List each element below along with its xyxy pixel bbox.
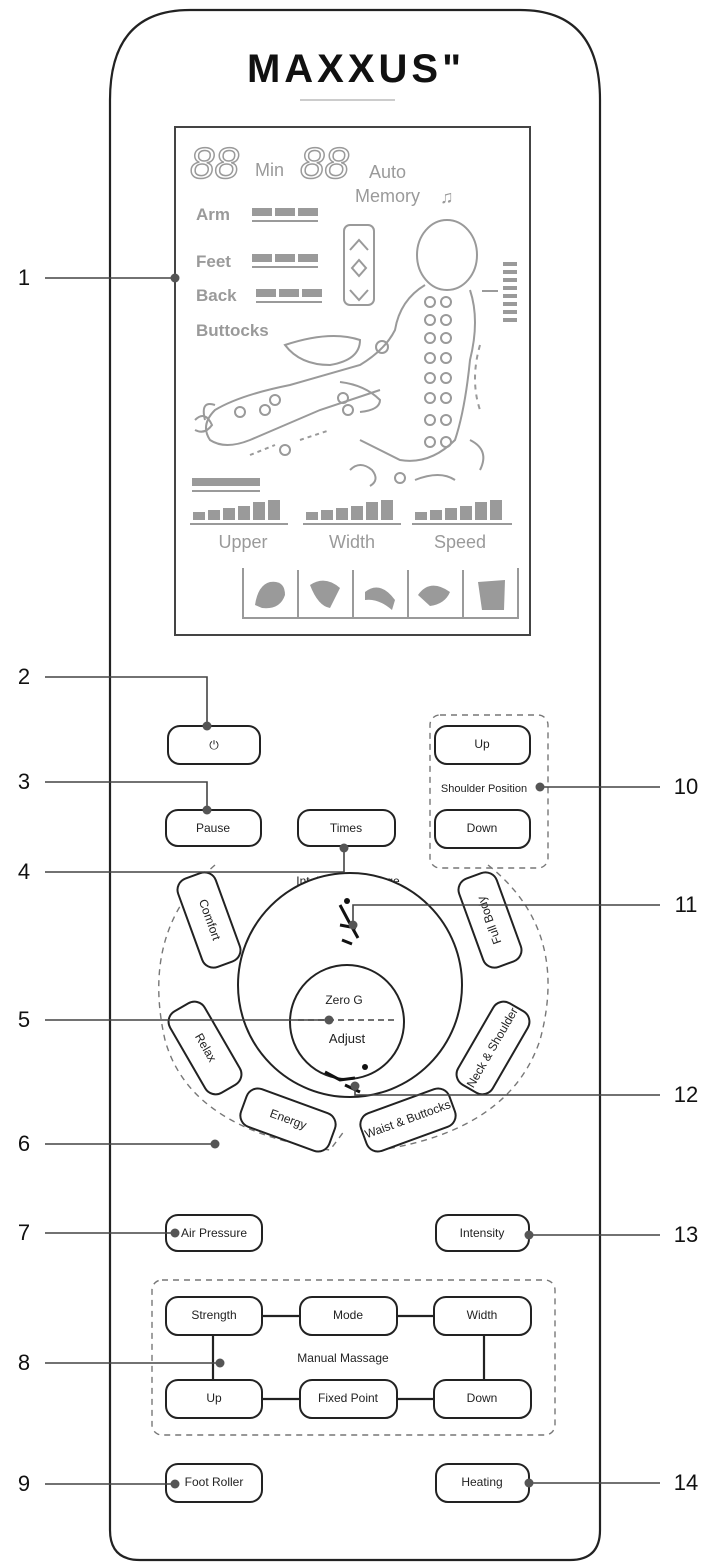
callout-7: 7 bbox=[18, 1220, 30, 1245]
left-program-group bbox=[158, 864, 346, 1151]
manual-down-button[interactable] bbox=[433, 1379, 532, 1419]
callout-10: 10 bbox=[674, 774, 698, 799]
knocking-icon bbox=[478, 580, 505, 610]
foot-roller-label: Foot Roller bbox=[185, 1475, 244, 1489]
air-pressure-label: Air Pressure bbox=[181, 1226, 247, 1240]
shiatsu-icon bbox=[418, 585, 450, 606]
tapping-icon bbox=[310, 580, 340, 608]
fixed-point-button[interactable] bbox=[299, 1379, 398, 1419]
lcd-digits-left: 88 bbox=[190, 139, 239, 188]
shoulder-down-label: Down bbox=[467, 821, 498, 835]
small-foot-icon bbox=[194, 415, 214, 433]
lcd-width-label: Width bbox=[329, 532, 375, 552]
callout-lines bbox=[45, 273, 660, 1489]
feet-level-bars bbox=[252, 254, 318, 268]
callout-5: 5 bbox=[18, 1007, 30, 1032]
lcd-digits-right: 88 bbox=[300, 139, 349, 188]
intensity-label: Intensity bbox=[460, 1226, 505, 1240]
arm-level-bars bbox=[252, 208, 318, 222]
strength-label: Strength bbox=[191, 1308, 236, 1322]
manual-down-label: Down bbox=[467, 1391, 498, 1405]
power-icon: ⏻ bbox=[209, 738, 219, 752]
brand-logo: MAXXUS" bbox=[247, 47, 465, 91]
callout-2: 2 bbox=[18, 664, 30, 689]
kneading-icon bbox=[255, 581, 285, 609]
callout-1: 1 bbox=[18, 265, 30, 290]
mode-label: Mode bbox=[333, 1308, 363, 1322]
zero-g-button[interactable] bbox=[289, 964, 405, 1080]
lcd-speed-label: Speed bbox=[434, 532, 486, 552]
callout-14: 14 bbox=[674, 1470, 698, 1495]
lcd-bottom-bar bbox=[192, 478, 260, 492]
lcd-auto-label: Auto bbox=[369, 162, 406, 182]
shoulder-position-label: Shoulder Position bbox=[441, 783, 527, 795]
massage-technique-icons bbox=[242, 568, 519, 619]
adjust-label: Adjust bbox=[329, 1031, 366, 1046]
comfort-button[interactable]: Comfort bbox=[174, 869, 244, 971]
times-label: Times bbox=[330, 821, 362, 835]
mode-button[interactable] bbox=[299, 1296, 398, 1336]
back-level-bars bbox=[256, 289, 322, 303]
callout-4: 4 bbox=[18, 859, 30, 884]
width-label: Width bbox=[467, 1308, 498, 1322]
lcd-vertical-level-bar bbox=[482, 262, 517, 322]
power-button[interactable] bbox=[167, 725, 261, 765]
shoulder-up-button[interactable] bbox=[434, 725, 531, 765]
callout-12: 12 bbox=[674, 1082, 698, 1107]
music-icon: ♫ bbox=[440, 187, 454, 207]
callout-9: 9 bbox=[18, 1471, 30, 1496]
upper-level-bars bbox=[190, 500, 288, 525]
manual-up-button[interactable] bbox=[165, 1379, 263, 1419]
lcd-feet-label: Feet bbox=[196, 252, 231, 271]
lcd-back-label: Back bbox=[196, 286, 237, 305]
callout-8: 8 bbox=[18, 1350, 30, 1375]
heating-label: Heating bbox=[461, 1475, 502, 1489]
manual-up-label: Up bbox=[206, 1391, 222, 1405]
lcd-buttocks-label: Buttocks bbox=[196, 321, 269, 340]
position-indicator-icon bbox=[343, 224, 375, 306]
massage-chair-body-icon bbox=[202, 219, 485, 487]
speed-level-bars bbox=[412, 500, 512, 525]
pause-label: Pause bbox=[196, 821, 230, 835]
fixed-point-label: Fixed Point bbox=[318, 1391, 379, 1405]
energy-button[interactable]: Energy bbox=[237, 1085, 339, 1155]
callout-6: 6 bbox=[18, 1131, 30, 1156]
lcd-memory-label: Memory bbox=[355, 186, 420, 206]
manual-massage-group bbox=[151, 1279, 556, 1436]
pause-button[interactable] bbox=[165, 809, 262, 847]
lcd-screen bbox=[174, 126, 531, 636]
rolling-icon bbox=[365, 587, 395, 610]
width-level-bars bbox=[303, 500, 401, 525]
callout-3: 3 bbox=[18, 769, 30, 794]
callout-13: 13 bbox=[674, 1222, 698, 1247]
lcd-arm-label: Arm bbox=[196, 205, 230, 224]
strength-button[interactable] bbox=[165, 1296, 263, 1336]
zero-g-label: Zero G bbox=[325, 993, 362, 1007]
shoulder-down-button[interactable] bbox=[434, 809, 531, 849]
full-body-button[interactable]: Full Body bbox=[455, 869, 525, 971]
shoulder-up-label: Up bbox=[474, 737, 490, 751]
shoulder-position-group bbox=[429, 714, 549, 869]
width-button[interactable] bbox=[433, 1296, 532, 1336]
relax-button[interactable]: Relax bbox=[164, 997, 246, 1098]
foot-roller-button[interactable] bbox=[165, 1463, 263, 1503]
lcd-upper-label: Upper bbox=[218, 532, 267, 552]
callout-11: 11 bbox=[675, 892, 698, 917]
manual-massage-label: Manual Massage bbox=[297, 1351, 389, 1365]
lcd-min-label: Min bbox=[255, 160, 284, 180]
